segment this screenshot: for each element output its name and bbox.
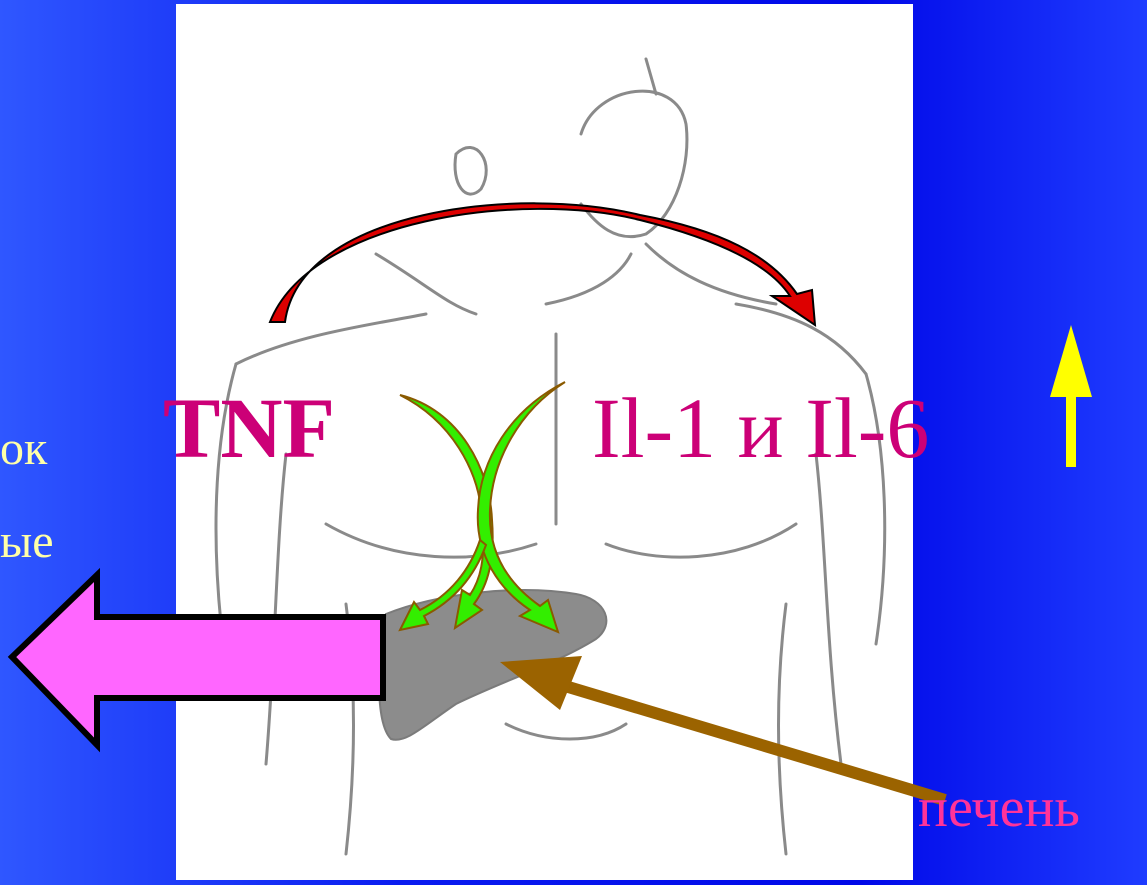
up-arrow-icon	[1050, 325, 1092, 467]
left-text-line-2: ые	[0, 518, 54, 566]
left-block-arrow-icon	[12, 575, 383, 745]
red-curved-arrow	[270, 203, 815, 325]
liver-label: печень	[918, 780, 1080, 836]
tnf-label: TNF	[163, 385, 335, 471]
cytokines-label: Il-1 и Il-6	[592, 385, 929, 471]
brown-pointer-arrow	[500, 656, 945, 800]
left-text-line-1: ок	[0, 425, 47, 473]
green-crossing-arrows	[400, 382, 565, 632]
